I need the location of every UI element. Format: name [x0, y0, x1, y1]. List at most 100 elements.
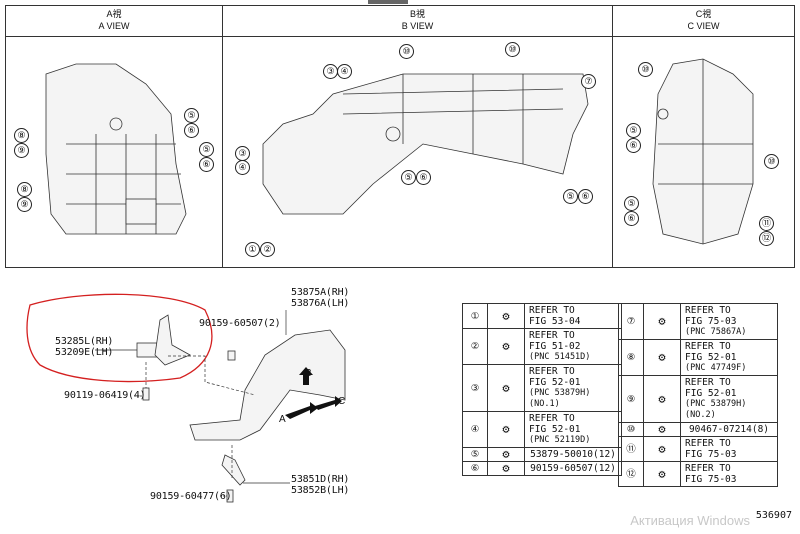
b-view: B視 B VIEW ③ ④ ⑩ ⑩ ⑦ ③ ④ ⑤ ⑥ ⑤ ⑥ ① ② [223, 6, 613, 267]
fastener-icon: ⚙ [643, 303, 681, 340]
b-view-header: B視 B VIEW [223, 6, 612, 37]
row-number: ⑥ [462, 461, 488, 476]
callout-5: ⑤ [184, 108, 199, 123]
callout-6: ⑥ [199, 157, 214, 172]
reference-line: REFER TO [529, 330, 575, 341]
top-tab-marker [368, 0, 408, 4]
reference-line: (PNC 51451D) [529, 352, 591, 362]
callout-10: ⑩ [638, 62, 653, 77]
fastener-icon: ⚙ [487, 461, 525, 476]
reference-line: (NO.1) [529, 399, 560, 409]
callout-4: ④ [235, 160, 250, 175]
reference-line: REFER TO [685, 377, 731, 388]
reference-line: 90467-07214(8) [688, 424, 770, 435]
callout-5: ⑤ [401, 170, 416, 185]
callout-5: ⑤ [563, 189, 578, 204]
c-view-header: C視 C VIEW [613, 6, 794, 37]
reference-text: 53879-50010(12) [524, 447, 622, 462]
highlight-circle [26, 293, 213, 383]
callout-5: ⑤ [626, 123, 641, 138]
lower-rh-label: 53851D(RH) [291, 474, 350, 485]
callout-10: ⑩ [399, 44, 414, 59]
liner-rh-label: 53875A(RH) [291, 287, 350, 298]
callout-6: ⑥ [184, 123, 199, 138]
reference-line: REFER TO [685, 463, 731, 474]
bolt-left-label: 90119-06419(4) [64, 390, 146, 401]
row-number: ⑪ [618, 436, 644, 462]
callout-8: ⑧ [14, 128, 29, 143]
callout-8: ⑧ [17, 182, 32, 197]
row-number: ① [462, 303, 488, 329]
a-view: A視 A VIEW ⑧ ⑨ ⑧ ⑨ ⑤ ⑥ ⑤ ⑥ [6, 6, 223, 267]
row-number: ⑦ [618, 303, 644, 340]
reference-line: REFER TO [529, 366, 575, 377]
callout-7: ⑦ [581, 74, 596, 89]
row-number: ③ [462, 364, 488, 412]
exploded-drawing [26, 293, 346, 503]
callout-9: ⑨ [14, 143, 29, 158]
callout-9: ⑨ [17, 197, 32, 212]
views-panel: A視 A VIEW ⑧ ⑨ ⑧ ⑨ ⑤ ⑥ ⑤ ⑥ B視 B VIEW [5, 5, 795, 268]
reference-line: FIG 51-02 [529, 341, 581, 352]
view-b-marker: B [305, 368, 312, 379]
liner-lh-label: 53876A(LH) [291, 298, 350, 309]
row-number: ② [462, 328, 488, 365]
callout-3: ③ [323, 64, 338, 79]
reference-line: (PNC 52119D) [529, 435, 591, 445]
callout-6: ⑥ [624, 211, 639, 226]
reference-line: FIG 52-01 [685, 388, 737, 399]
reference-line: FIG 75-03 [685, 316, 737, 327]
reference-line: REFER TO [685, 305, 731, 316]
a-view-header: A視 A VIEW [6, 6, 222, 37]
lower-bracket-part [221, 454, 246, 486]
fastener-icon: ⚙ [643, 339, 681, 376]
arrow-a [285, 402, 318, 419]
windows-activation-watermark: Активация Windows [630, 513, 750, 528]
fastener-icon: ⚙ [487, 303, 525, 329]
callout-5: ⑤ [624, 196, 639, 211]
reference-line: REFER TO [529, 413, 575, 424]
row-number: ⑧ [618, 339, 644, 376]
callout-1: ① [245, 242, 260, 257]
view-a-marker: A [279, 414, 286, 425]
reference-line: REFER TO [685, 438, 731, 449]
callout-10: ⑩ [764, 154, 779, 169]
fastener-icon: ⚙ [643, 461, 681, 487]
bracket-rh-label: 53285L(RH) [55, 336, 114, 347]
callout-6: ⑥ [578, 189, 593, 204]
row-number: ⑨ [618, 375, 644, 423]
arrow-c [315, 396, 342, 410]
view-c-marker: C [338, 396, 346, 407]
reference-row: ⑩⚙90467-07214(8) [618, 422, 778, 437]
callout-4: ④ [337, 64, 352, 79]
reference-line: (PNC 53879H) [529, 388, 591, 398]
nut-part [227, 350, 236, 361]
reference-text: 90159-60507(12) [524, 461, 622, 476]
c-view-drawing [652, 58, 754, 245]
reference-line: FIG 52-01 [685, 352, 737, 363]
fastener-icon: ⚙ [643, 422, 681, 437]
bolt-bottom-label: 90159-60477(6) [150, 491, 232, 502]
row-number: ④ [462, 411, 488, 448]
callout-11: ⑪ [759, 216, 774, 231]
reference-line: FIG 52-01 [529, 377, 581, 388]
callout-6: ⑥ [626, 138, 641, 153]
reference-row: ⑥⚙90159-60507(12) [462, 461, 622, 476]
figure-code: 536907 [755, 510, 792, 521]
bracket-lh-label: 53209E(LH) [55, 347, 114, 358]
row-number: ⑫ [618, 461, 644, 487]
bracket-arm [154, 314, 191, 366]
